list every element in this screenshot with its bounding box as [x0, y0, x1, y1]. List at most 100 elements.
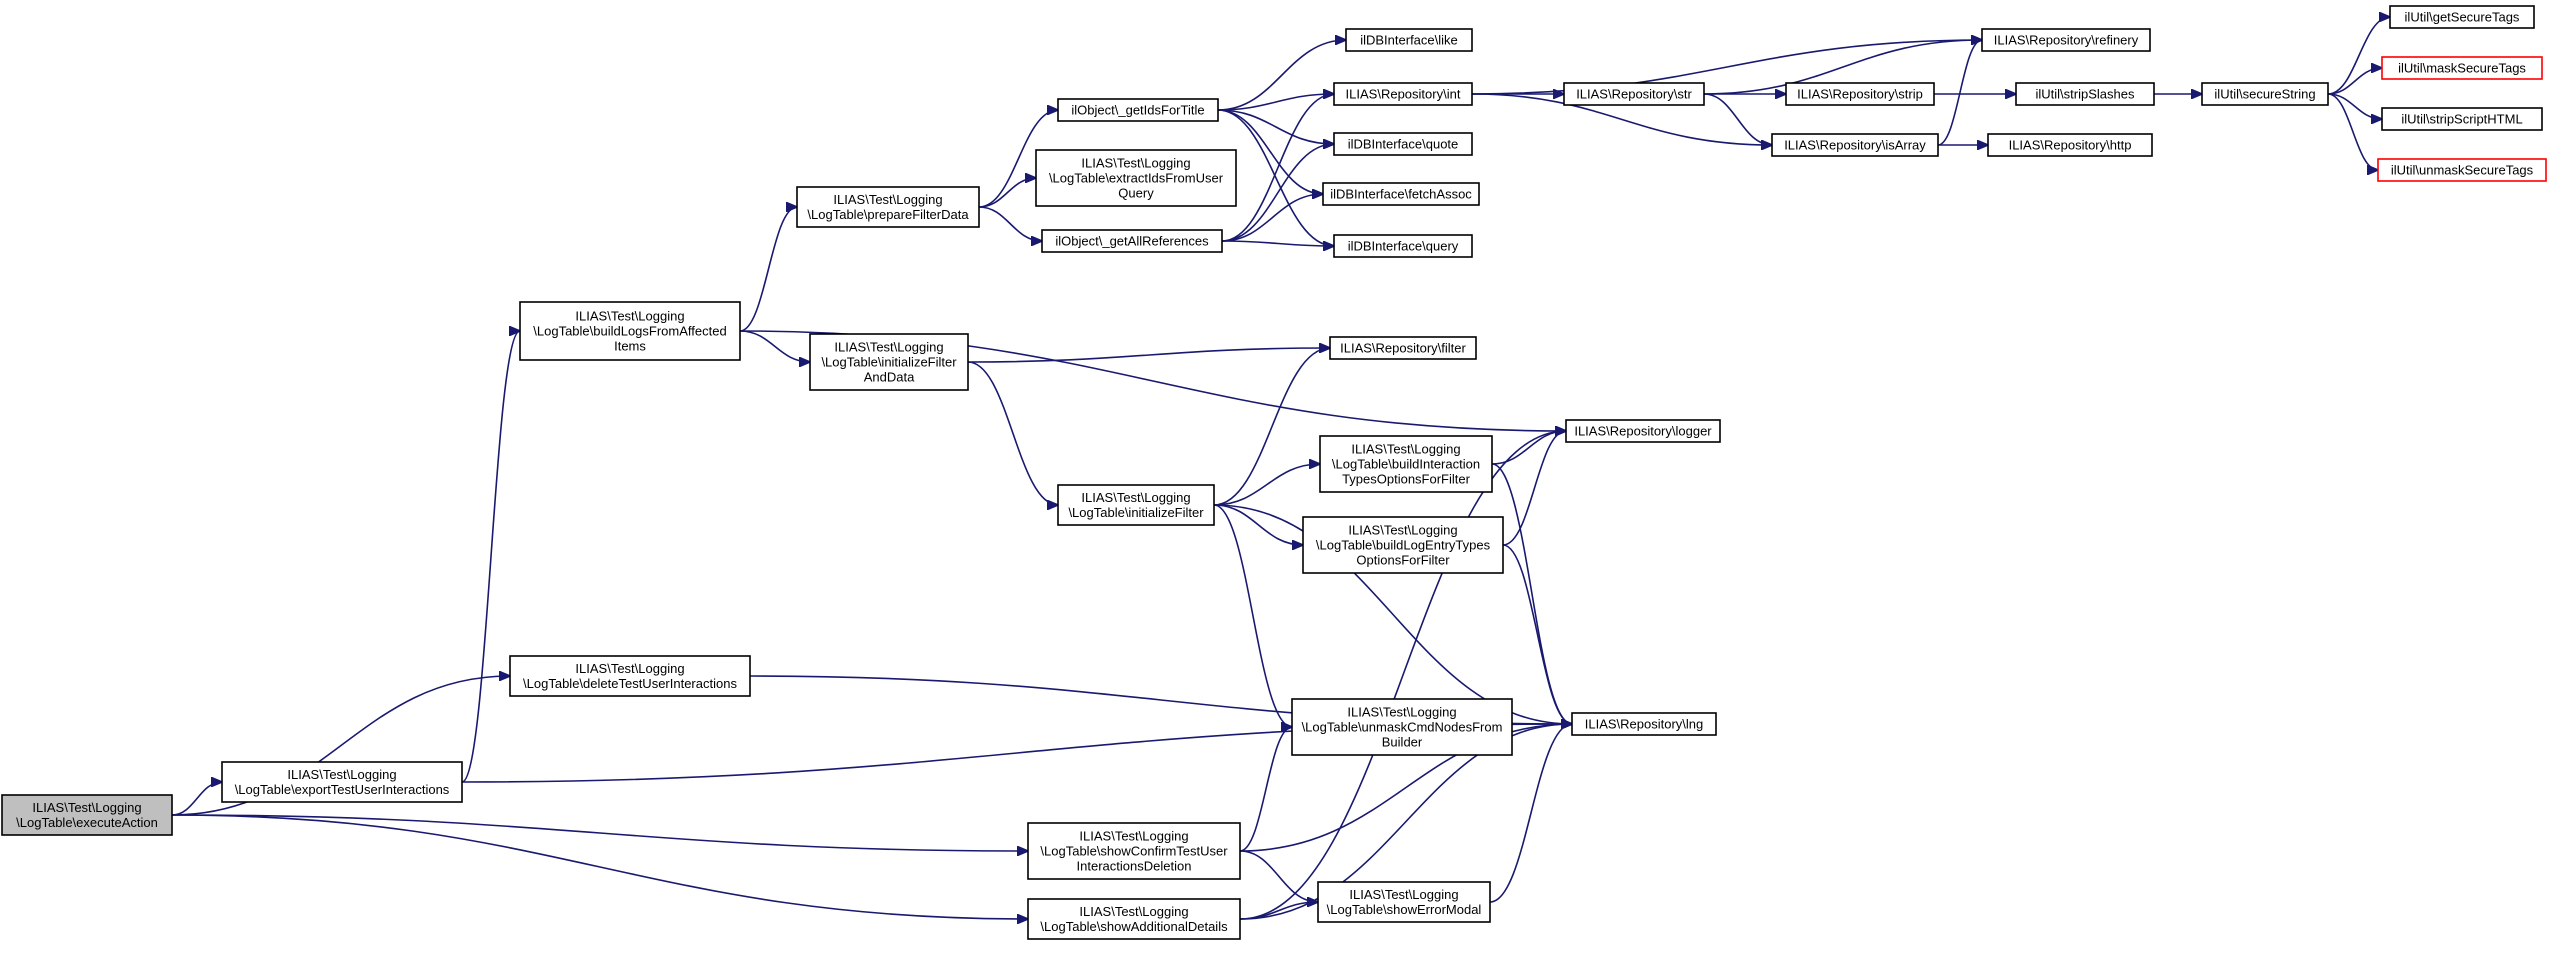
node-label-line: ilObject\_getAllReferences [1055, 234, 1209, 249]
edge-get-all-references-to-db-fetch-assoc [1221, 194, 1323, 242]
node-repo-filter[interactable]: ILIAS\Repository\filter [1329, 336, 1477, 360]
node-label-line: AndData [864, 370, 915, 385]
node-util-mask-secure-tags[interactable]: ilUtil\maskSecureTags [2381, 56, 2543, 80]
node-get-ids-for-title[interactable]: ilObject\_getIdsForTitle [1057, 98, 1219, 122]
node-box [1027, 822, 1241, 880]
node-util-strip-script-html[interactable]: ilUtil\stripScriptHTML [2381, 107, 2543, 131]
node-label-line: \LogTable\executeAction [16, 815, 158, 830]
edge-show-confirm-deletion-to-show-error-modal [1239, 850, 1318, 902]
edge-initialize-filter-to-repo-filter [1213, 348, 1330, 506]
node-show-additional-details[interactable]: ILIAS\Test\Logging\LogTable\showAddition… [1027, 898, 1241, 940]
node-build-log-entry-types[interactable]: ILIAS\Test\Logging\LogTable\buildLogEntr… [1302, 516, 1504, 574]
node-label-line: ILIAS\Repository\refinery [1994, 33, 2139, 48]
edge-build-interaction-types-to-repo-logger [1491, 431, 1566, 465]
edge-prepare-filter-data-to-extract-ids-from-user-query [978, 178, 1036, 208]
node-label-line: \LogTable\buildLogsFromAffected [533, 324, 726, 339]
node-util-secure-string[interactable]: ilUtil\secureString [2201, 82, 2329, 106]
node-repo-str[interactable]: ILIAS\Repository\str [1563, 82, 1705, 106]
node-label-line: ilUtil\stripSlashes [2036, 87, 2135, 102]
node-label-line: ILIAS\Repository\filter [1340, 341, 1466, 356]
node-label-line: \LogTable\extractIdsFromUser [1049, 171, 1224, 186]
node-label-line: ilDBInterface\fetchAssoc [1330, 187, 1472, 202]
node-build-logs-from-affected-items[interactable]: ILIAS\Test\Logging\LogTable\buildLogsFro… [519, 301, 741, 361]
node-label-line: ilDBInterface\quote [1348, 137, 1459, 152]
node-label-line: InteractionsDeletion [1077, 859, 1192, 874]
edge-prepare-filter-data-to-get-all-references [978, 206, 1042, 241]
edge-build-log-entry-types-to-repo-lng [1502, 544, 1572, 724]
node-db-quote[interactable]: ilDBInterface\quote [1333, 132, 1473, 156]
node-box [1317, 881, 1491, 923]
edge-initialize-filter-to-build-interaction-types [1213, 464, 1320, 506]
node-execute-action[interactable]: ILIAS\Test\Logging\LogTable\executeActio… [1, 794, 173, 836]
edge-build-logs-from-affected-items-to-initialize-filter-and-data [739, 330, 810, 362]
edge-util-secure-string-to-util-strip-script-html [2327, 93, 2382, 119]
node-label-line: ILIAS\Repository\http [2009, 138, 2132, 153]
node-label-line: ilDBInterface\query [1348, 239, 1459, 254]
node-label-line: \LogTable\initializeFilter [1068, 505, 1204, 520]
nodes-layer: ILIAS\Test\Logging \LogTable\executeActio… [1, 5, 2547, 940]
node-label-line: ILIAS\Repository\str [1576, 87, 1692, 102]
node-util-strip-slashes[interactable]: ilUtil\stripSlashes [2015, 82, 2155, 106]
node-box [1333, 234, 1473, 258]
node-box [1302, 516, 1504, 574]
edge-get-ids-for-title-to-repo-int [1217, 94, 1334, 111]
node-initialize-filter-and-data[interactable]: ILIAS\Test\Logging\LogTable\initializeFi… [809, 333, 969, 391]
node-build-interaction-types[interactable]: ILIAS\Test\Logging\LogTable\buildInterac… [1319, 435, 1493, 493]
node-show-confirm-deletion[interactable]: ILIAS\Test\Logging\LogTable\showConfirmT… [1027, 822, 1241, 880]
node-db-fetch-assoc[interactable]: ilDBInterface\fetchAssoc [1322, 182, 1480, 206]
node-label-line: ILIAS\Repository\strip [1797, 87, 1923, 102]
node-label-line: ILIAS\Test\Logging [1347, 705, 1456, 720]
node-unmask-cmd-nodes[interactable]: ILIAS\Test\Logging\LogTable\unmaskCmdNod… [1291, 698, 1513, 756]
node-label-line: ilUtil\secureString [2214, 87, 2315, 102]
node-extract-ids-from-user-query[interactable]: ILIAS\Test\Logging\LogTable\extractIdsFr… [1035, 149, 1237, 207]
node-label-line: ILIAS\Test\Logging [1079, 904, 1188, 919]
edge-util-secure-string-to-util-get-secure-tags [2327, 17, 2390, 95]
node-label-line: ilUtil\maskSecureTags [2398, 61, 2526, 76]
node-box [1291, 698, 1513, 756]
edge-initialize-filter-and-data-to-repo-filter [967, 348, 1330, 363]
node-box [2201, 82, 2329, 106]
node-repo-http[interactable]: ILIAS\Repository\http [1987, 133, 2153, 157]
edge-util-secure-string-to-util-mask-secure-tags [2327, 68, 2382, 95]
node-box [2015, 82, 2155, 106]
node-label-line: ilUtil\getSecureTags [2405, 10, 2520, 25]
node-initialize-filter[interactable]: ILIAS\Test\Logging\LogTable\initializeFi… [1057, 484, 1215, 526]
edge-repo-int-to-repo-is-array [1471, 93, 1772, 145]
node-export-test-user-interactions[interactable]: ILIAS\Test\Logging\LogTable\exportTestUs… [221, 761, 463, 803]
edge-repo-str-to-repo-refinery [1703, 40, 1982, 95]
node-label-line: ILIAS\Test\Logging [1351, 442, 1460, 457]
node-box [2377, 158, 2547, 182]
edge-repo-str-to-repo-is-array [1703, 93, 1772, 145]
node-label-line: ilObject\_getIdsForTitle [1071, 103, 1204, 118]
node-repo-logger[interactable]: ILIAS\Repository\logger [1565, 419, 1721, 443]
node-box [1027, 898, 1241, 940]
node-repo-refinery[interactable]: ILIAS\Repository\refinery [1981, 28, 2151, 52]
node-box [809, 333, 969, 391]
node-label-line: ILIAS\Repository\logger [1574, 424, 1712, 439]
node-label-line: ILIAS\Repository\lng [1585, 717, 1704, 732]
node-repo-int[interactable]: ILIAS\Repository\int [1333, 82, 1473, 106]
node-util-get-secure-tags[interactable]: ilUtil\getSecureTags [2389, 5, 2535, 29]
node-db-query[interactable]: ilDBInterface\query [1333, 234, 1473, 258]
node-label-line: ILIAS\Test\Logging [287, 767, 396, 782]
node-db-like[interactable]: ilDBInterface\like [1345, 28, 1473, 52]
node-box [1565, 419, 1721, 443]
node-prepare-filter-data[interactable]: ILIAS\Test\Logging\LogTable\prepareFilte… [796, 186, 980, 228]
node-label-line: ILIAS\Test\Logging [1081, 156, 1190, 171]
node-show-error-modal[interactable]: ILIAS\Test\Logging\LogTable\showErrorMod… [1317, 881, 1491, 923]
edge-execute-action-to-export-test-user-interactions [171, 782, 222, 816]
node-repo-lng[interactable]: ILIAS\Repository\lng [1571, 712, 1717, 736]
node-label-line: ILIAS\Test\Logging [575, 309, 684, 324]
node-delete-test-user-interactions[interactable]: ILIAS\Test\Logging\LogTable\deleteTestUs… [509, 655, 751, 697]
node-box [509, 655, 751, 697]
node-label-line: Builder [1382, 735, 1423, 750]
node-repo-is-array[interactable]: ILIAS\Repository\isArray [1771, 133, 1939, 157]
node-repo-strip[interactable]: ILIAS\Repository\strip [1785, 82, 1935, 106]
node-util-unmask-secure-tags[interactable]: ilUtil\unmaskSecureTags [2377, 158, 2547, 182]
edge-execute-action-to-delete-test-user-interactions [171, 676, 510, 816]
edge-util-secure-string-to-util-unmask-secure-tags [2327, 93, 2378, 170]
node-label-line: OptionsForFilter [1356, 553, 1450, 568]
edge-initialize-filter-and-data-to-initialize-filter [967, 361, 1058, 505]
node-get-all-references[interactable]: ilObject\_getAllReferences [1041, 229, 1223, 253]
